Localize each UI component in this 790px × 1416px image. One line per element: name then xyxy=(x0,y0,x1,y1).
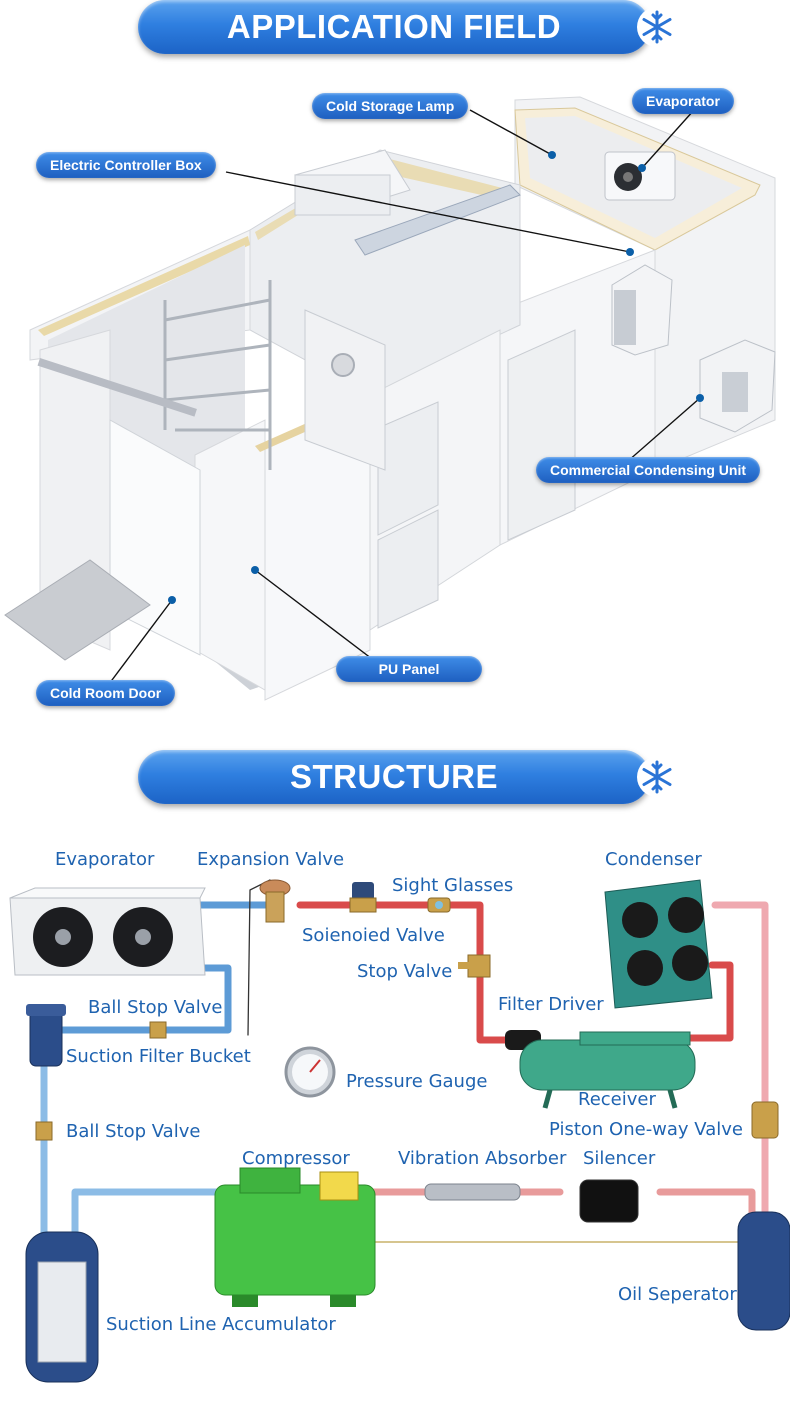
callout-pu-panel-label: PU Panel xyxy=(378,661,440,677)
cold-room-illustration xyxy=(4,96,776,701)
label-filter-driver: Filter Driver xyxy=(498,994,604,1015)
pipe-oil-condenser xyxy=(711,901,769,1219)
label-piston-one-way-valve: Piston One-way Valve xyxy=(549,1119,743,1140)
label-pressure-gauge: Pressure Gauge xyxy=(346,1071,488,1092)
vibration-absorber xyxy=(424,1183,521,1201)
label-condenser: Condenser xyxy=(605,849,702,870)
label-expansion-valve: Expansion Valve xyxy=(197,849,345,870)
application-field-banner: APPLICATION FIELD xyxy=(138,0,677,54)
solenoid-valve xyxy=(349,882,377,913)
snowflake-icon xyxy=(637,757,677,797)
callout-cold-room-door: Cold Room Door xyxy=(36,680,176,706)
evaporator-unit xyxy=(9,887,206,976)
snowflake-icon xyxy=(637,7,677,47)
piston-one-way-valve xyxy=(751,1101,779,1139)
discharge-pipe-silencer-oil xyxy=(656,1188,756,1219)
compressor xyxy=(214,1167,376,1307)
suction-line-accumulator xyxy=(25,1231,99,1383)
callout-cold-storage-lamp-label: Cold Storage Lamp xyxy=(326,98,455,114)
application-field-title: APPLICATION FIELD xyxy=(226,8,562,45)
callout-pu-panel: PU Panel xyxy=(336,656,482,682)
ball-stop-valve-upper xyxy=(149,1021,167,1039)
structure-title: STRUCTURE xyxy=(290,758,498,795)
suction-pipe-evap-filter xyxy=(40,964,232,1034)
label-solenoid-valve: Soienoied Valve xyxy=(302,925,445,946)
label-vibration-absorber: Vibration Absorber xyxy=(398,1148,567,1169)
label-silencer: Silencer xyxy=(583,1148,656,1169)
label-suction-line-accumulator: Suction Line Accumulator xyxy=(106,1314,336,1335)
suction-pipe-accumulator-compressor xyxy=(71,1188,234,1244)
label-evaporator: Evaporator xyxy=(55,849,155,870)
pipe-condenser-receiver xyxy=(686,961,734,1042)
pressure-gauge xyxy=(284,1046,336,1098)
oil-separator xyxy=(737,1211,790,1331)
label-compressor: Compressor xyxy=(242,1148,350,1169)
ball-stop-valve-lower xyxy=(35,1121,53,1141)
callout-cold-room-door-label: Cold Room Door xyxy=(50,685,162,701)
callout-evaporator: Evaporator xyxy=(632,88,734,114)
structure-banner: STRUCTURE xyxy=(138,750,677,804)
label-stop-valve: Stop Valve xyxy=(357,961,453,982)
suction-filter-bucket xyxy=(26,1004,66,1067)
callout-electric-controller-box: Electric Controller Box xyxy=(36,152,216,178)
receiver-tank xyxy=(519,1031,696,1109)
callout-commercial-condensing-unit: Commercial Condensing Unit xyxy=(536,457,761,483)
label-sight-glasses: Sight Glasses xyxy=(392,875,514,896)
label-ball-stop-valve-lower: Ball Stop Valve xyxy=(66,1121,201,1142)
label-ball-stop-valve-upper: Ball Stop Valve xyxy=(88,997,223,1018)
label-suction-filter-bucket: Suction Filter Bucket xyxy=(66,1046,251,1067)
stop-valve xyxy=(458,954,491,978)
callout-evaporator-label: Evaporator xyxy=(646,93,720,109)
callout-cold-storage-lamp: Cold Storage Lamp xyxy=(312,93,469,119)
silencer xyxy=(579,1179,639,1223)
callout-commercial-condensing-unit-label: Commercial Condensing Unit xyxy=(550,462,747,478)
expansion-valve xyxy=(259,879,291,923)
sight-glass xyxy=(427,897,451,913)
condenser-unit xyxy=(604,879,713,1009)
label-oil-separator: Oil Seperator xyxy=(618,1284,737,1305)
label-receiver: Receiver xyxy=(578,1089,656,1110)
callout-electric-controller-box-label: Electric Controller Box xyxy=(50,157,202,173)
